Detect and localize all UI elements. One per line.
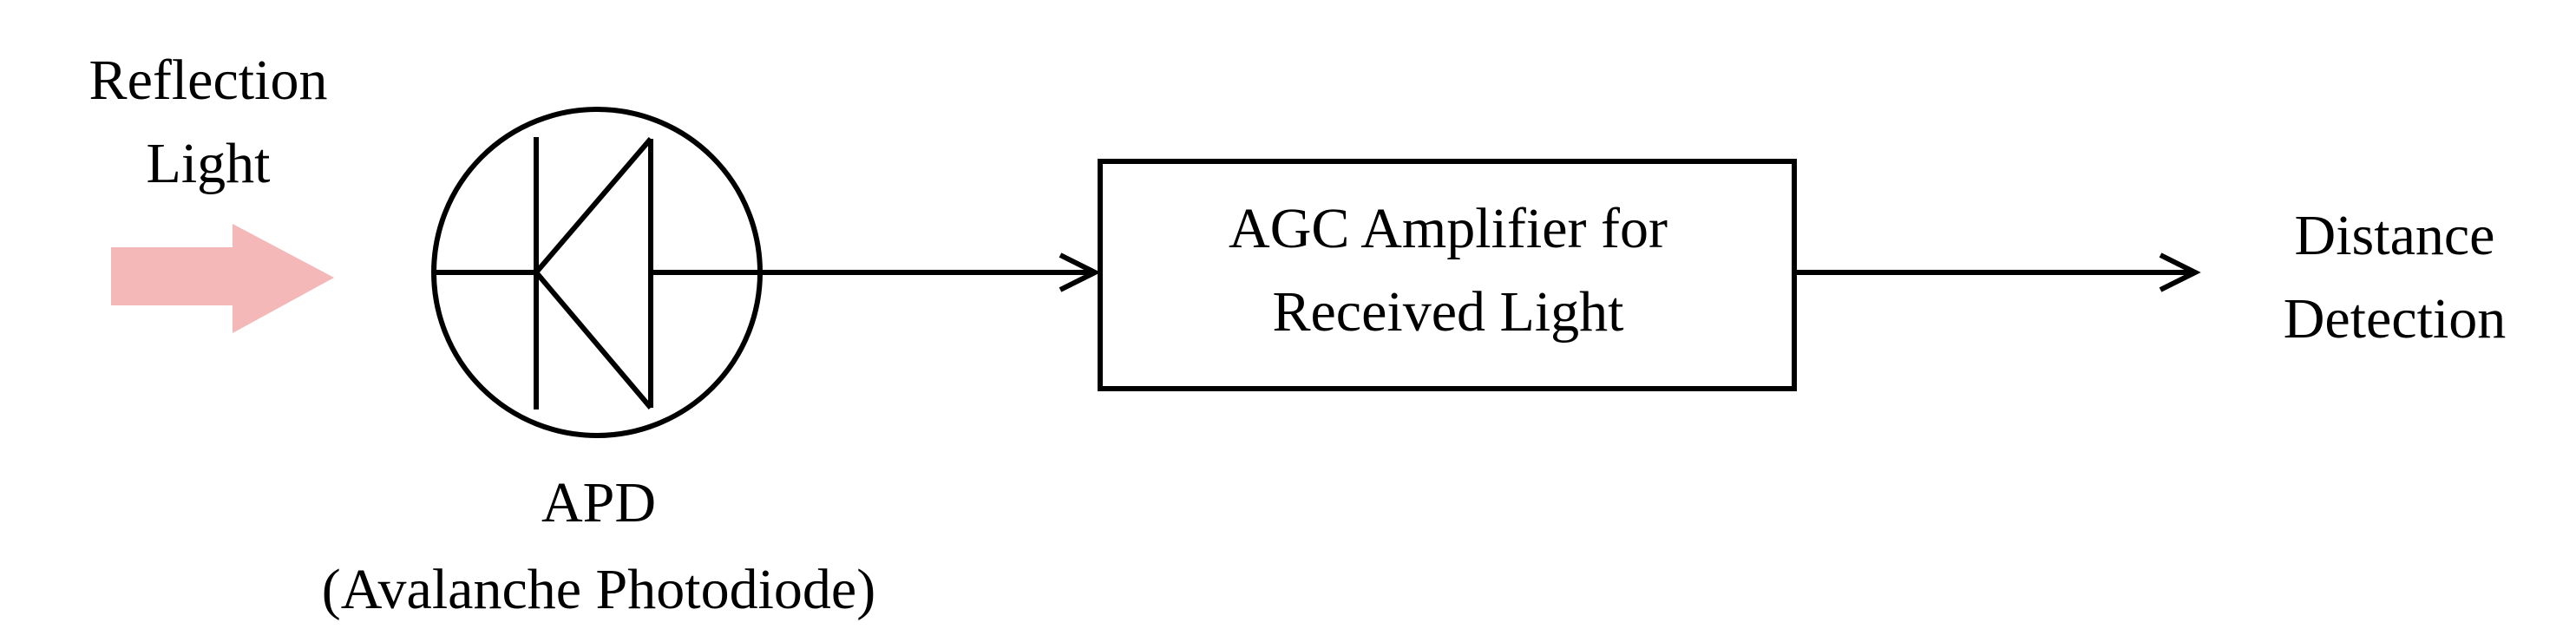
distance-detection-label: Distance Detection <box>2221 194 2568 361</box>
reflection-light-line1: Reflection <box>88 49 328 112</box>
amplifier-label: AGC Amplifier for Received Light <box>1098 187 1798 354</box>
connector-apd-to-amplifier <box>760 252 1101 292</box>
apd-label: APD (Avalanche Photodiode) <box>226 460 972 633</box>
amplifier-block <box>1098 159 1797 391</box>
amplifier-label-line2: Received Light <box>1272 280 1624 344</box>
apd-label-line1: APD <box>541 471 657 534</box>
reflection-light-arrow <box>111 224 334 333</box>
reflection-light-label: Reflection Light <box>26 39 390 206</box>
apd-symbol <box>431 107 763 438</box>
distance-detection-line1: Distance <box>2294 204 2495 267</box>
apd-diode-lower-edge <box>534 271 653 409</box>
reflection-light-line2: Light <box>146 132 271 195</box>
apd-label-line2: (Avalanche Photodiode) <box>321 558 876 621</box>
distance-detection-line2: Detection <box>2283 287 2507 350</box>
connector-amplifier-to-output <box>1797 252 2201 292</box>
arrowhead-to-amplifier <box>1059 252 1101 292</box>
amplifier-label-line1: AGC Amplifier for <box>1229 197 1668 260</box>
arrowhead-to-output <box>2159 252 2201 292</box>
apd-diode-upper-edge <box>534 137 653 274</box>
